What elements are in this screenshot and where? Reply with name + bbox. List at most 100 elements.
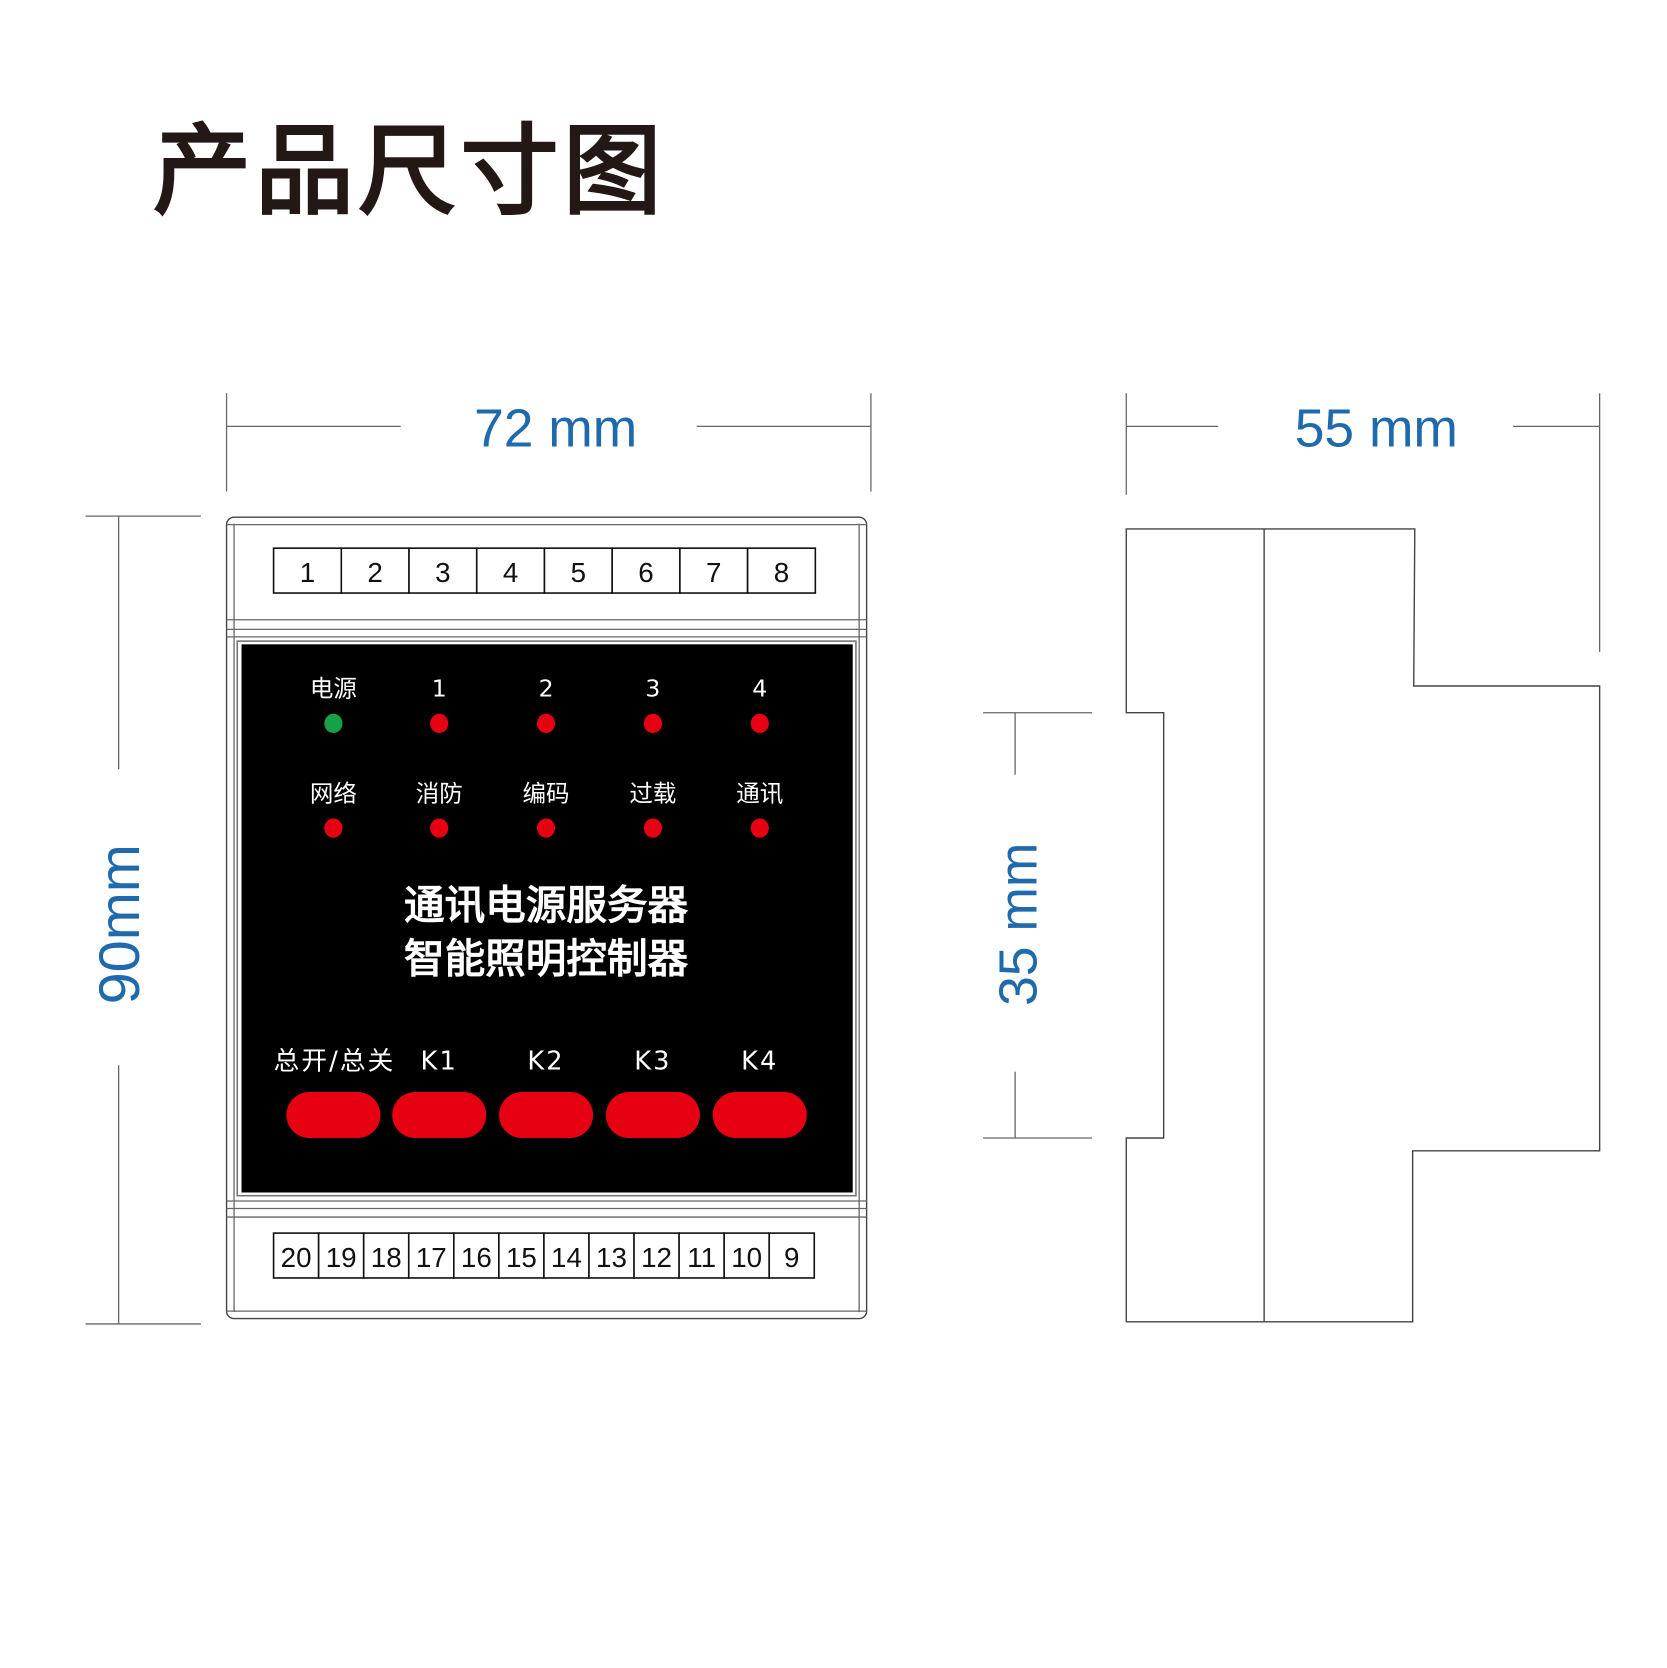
terminal-number: 8 bbox=[774, 557, 789, 588]
led-light-icon bbox=[750, 713, 769, 734]
button-label: K3 bbox=[634, 1047, 671, 1077]
terminal-number: 16 bbox=[461, 1242, 492, 1273]
height-dimension: 90mm bbox=[85, 515, 201, 1325]
terminal-number: 19 bbox=[326, 1242, 357, 1273]
terminal: 20 bbox=[272, 1232, 320, 1279]
led-light-icon bbox=[750, 818, 769, 838]
button-key[interactable] bbox=[392, 1092, 487, 1139]
terminal: 15 bbox=[498, 1232, 545, 1279]
indicator-leds: 电源 1 2 3 4 网络 消防 编码 过载 通讯 bbox=[310, 675, 783, 838]
terminal-number: 1 bbox=[300, 557, 315, 588]
terminal-number: 4 bbox=[503, 557, 518, 588]
led-light-icon bbox=[643, 818, 662, 838]
terminal: 8 bbox=[746, 547, 817, 594]
led-light-icon bbox=[536, 818, 556, 838]
button-key[interactable] bbox=[499, 1092, 594, 1139]
terminal-number: 17 bbox=[416, 1242, 447, 1273]
led-label: 2 bbox=[539, 675, 554, 703]
terminal: 1 bbox=[272, 547, 343, 594]
terminal-number: 18 bbox=[371, 1242, 402, 1273]
top-terminal-block: 1 2 3 4 5 6 7 8 bbox=[272, 547, 817, 594]
led-label: 4 bbox=[752, 675, 767, 703]
terminal: 2 bbox=[340, 547, 410, 594]
terminal-number: 13 bbox=[596, 1242, 627, 1273]
terminal-number: 9 bbox=[784, 1242, 799, 1273]
indicator-led: 过载 bbox=[629, 779, 676, 838]
led-light-icon bbox=[324, 713, 343, 734]
terminal-number: 14 bbox=[551, 1242, 582, 1273]
terminal: 11 bbox=[678, 1232, 725, 1279]
led-label: 电源 bbox=[310, 675, 357, 703]
led-label: 网络 bbox=[310, 779, 357, 807]
device-name-line2: 智能照明控制器 bbox=[404, 934, 689, 982]
height-label: 90mm bbox=[88, 844, 152, 1004]
terminal-number: 15 bbox=[506, 1242, 537, 1273]
depth-dimension: 55 mm bbox=[1125, 393, 1601, 652]
terminal: 9 bbox=[768, 1232, 816, 1279]
terminal: 4 bbox=[475, 547, 546, 594]
indicator-led: 3 bbox=[643, 675, 662, 734]
terminal: 7 bbox=[679, 547, 749, 594]
terminal: 5 bbox=[543, 547, 613, 594]
terminal-number: 2 bbox=[367, 557, 382, 588]
panel-button[interactable]: 总开/总关 bbox=[274, 1047, 396, 1139]
panel-button[interactable]: K1 bbox=[392, 1047, 487, 1139]
terminal: 14 bbox=[543, 1232, 590, 1279]
terminal: 12 bbox=[633, 1232, 680, 1279]
depth-label: 55 mm bbox=[1295, 400, 1458, 459]
device-name-line1: 通讯电源服务器 bbox=[404, 881, 689, 929]
led-light-icon bbox=[643, 713, 662, 734]
page-title: 产品尺寸图 bbox=[153, 115, 666, 229]
terminal: 3 bbox=[408, 547, 478, 594]
button-label: 总开/总关 bbox=[274, 1047, 396, 1077]
terminal: 10 bbox=[723, 1232, 771, 1279]
terminal: 6 bbox=[611, 547, 681, 594]
terminal-number: 6 bbox=[638, 557, 653, 588]
terminal: 17 bbox=[407, 1232, 455, 1279]
button-key[interactable] bbox=[712, 1092, 807, 1139]
button-key[interactable] bbox=[286, 1092, 381, 1139]
rail-label: 35 mm bbox=[990, 843, 1049, 1006]
terminal: 13 bbox=[588, 1232, 635, 1279]
control-buttons: 总开/总关 K1 K2 K3 K4 bbox=[274, 1047, 807, 1139]
button-label: K1 bbox=[421, 1047, 458, 1077]
terminal: 16 bbox=[453, 1232, 500, 1279]
led-light-icon bbox=[324, 818, 343, 838]
terminal-number: 10 bbox=[731, 1242, 762, 1273]
indicator-led: 通讯 bbox=[736, 779, 783, 838]
indicator-led: 1 bbox=[430, 675, 449, 734]
indicator-led: 编码 bbox=[523, 779, 570, 838]
led-light-icon bbox=[536, 713, 556, 734]
terminal: 18 bbox=[362, 1232, 410, 1279]
terminal-number: 5 bbox=[571, 557, 586, 588]
terminal-number: 3 bbox=[435, 557, 450, 588]
width-dimension: 72 mm bbox=[225, 393, 872, 492]
led-label: 编码 bbox=[523, 779, 570, 807]
indicator-led: 消防 bbox=[416, 779, 463, 838]
led-light-icon bbox=[430, 818, 449, 838]
led-label: 过载 bbox=[629, 779, 676, 807]
panel-button[interactable]: K4 bbox=[712, 1047, 807, 1139]
led-label: 通讯 bbox=[736, 779, 783, 807]
led-label: 3 bbox=[645, 675, 660, 703]
button-label: K2 bbox=[527, 1047, 564, 1077]
panel-button[interactable]: K2 bbox=[499, 1047, 594, 1139]
indicator-led: 电源 bbox=[310, 675, 357, 734]
rail-dimension: 35 mm bbox=[983, 712, 1093, 1139]
terminal: 19 bbox=[317, 1232, 365, 1279]
button-label: K4 bbox=[741, 1047, 778, 1077]
led-light-icon bbox=[430, 713, 449, 734]
indicator-led: 4 bbox=[750, 675, 769, 734]
indicator-led: 网络 bbox=[310, 779, 357, 838]
led-label: 1 bbox=[432, 675, 447, 703]
button-key[interactable] bbox=[605, 1092, 700, 1139]
terminal-number: 11 bbox=[687, 1242, 716, 1273]
panel-button[interactable]: K3 bbox=[605, 1047, 700, 1139]
width-label: 72 mm bbox=[474, 400, 637, 459]
led-label: 消防 bbox=[416, 779, 463, 807]
terminal-number: 7 bbox=[706, 557, 721, 588]
side-profile bbox=[1125, 528, 1601, 1323]
